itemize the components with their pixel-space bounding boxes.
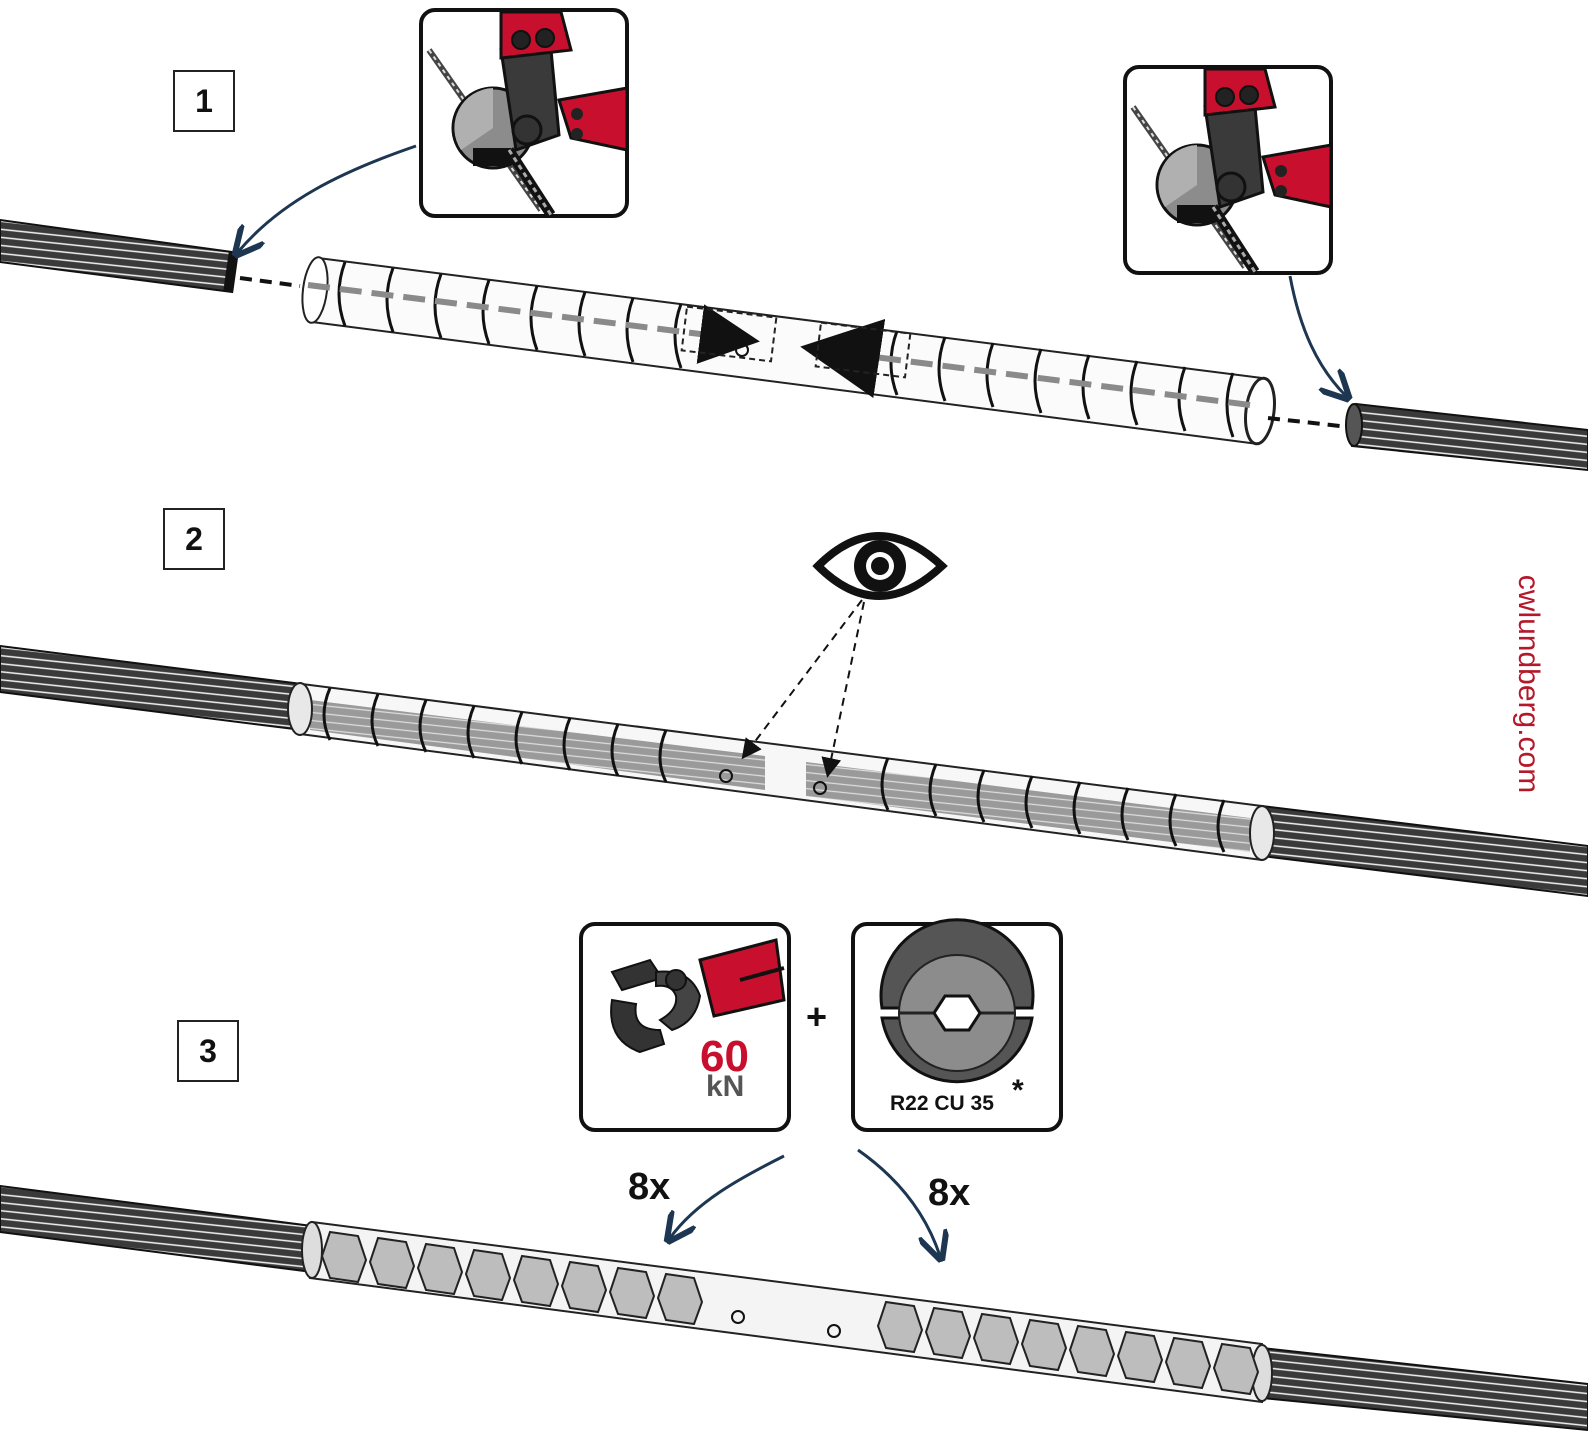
cut-arrow-right: [1288, 275, 1346, 396]
crimp-arrow-right: [857, 1148, 940, 1256]
cable-right: [1261, 1346, 1588, 1431]
plus-sign: +: [806, 996, 828, 1037]
die-footnote-asterisk: *: [1012, 1074, 1024, 1107]
step-number-2: 2: [163, 508, 225, 570]
look-arrow-2: [821, 601, 865, 778]
press-force-unit: kN: [706, 1070, 745, 1103]
right-cable-end: [1350, 402, 1588, 472]
step1-illustration: [0, 10, 1588, 472]
left-cable-end: [0, 218, 233, 294]
look-arrow-1: [741, 599, 863, 760]
step3-illustration: [0, 918, 1588, 1431]
splice-sleeve: [310, 256, 1264, 446]
cut-arrow-left: [238, 144, 417, 252]
eye-icon: [812, 532, 948, 600]
cable-left: [0, 1184, 313, 1274]
step-number-1: 1: [173, 70, 235, 132]
step-number-3: 3: [177, 1020, 239, 1082]
crimping-tool-icon: [579, 922, 791, 1132]
crimp-count-right: 8x: [928, 1172, 971, 1214]
die-label: R22 CU 35: [890, 1092, 994, 1115]
bolt-cutter-icon: [1125, 67, 1331, 273]
crimp-count-left: 8x: [628, 1166, 671, 1208]
crimp-die-icon: [851, 918, 1063, 1132]
brand-watermark: cwlundberg.com: [1508, 546, 1548, 821]
bolt-cutter-icon: [421, 10, 627, 216]
step2-illustration: [0, 532, 1588, 898]
cable-left: [0, 644, 303, 732]
crimp-arrow-left: [670, 1154, 785, 1238]
press-force-value: 60: [700, 1032, 749, 1081]
brand-text: cwlundberg.com: [1512, 574, 1545, 793]
